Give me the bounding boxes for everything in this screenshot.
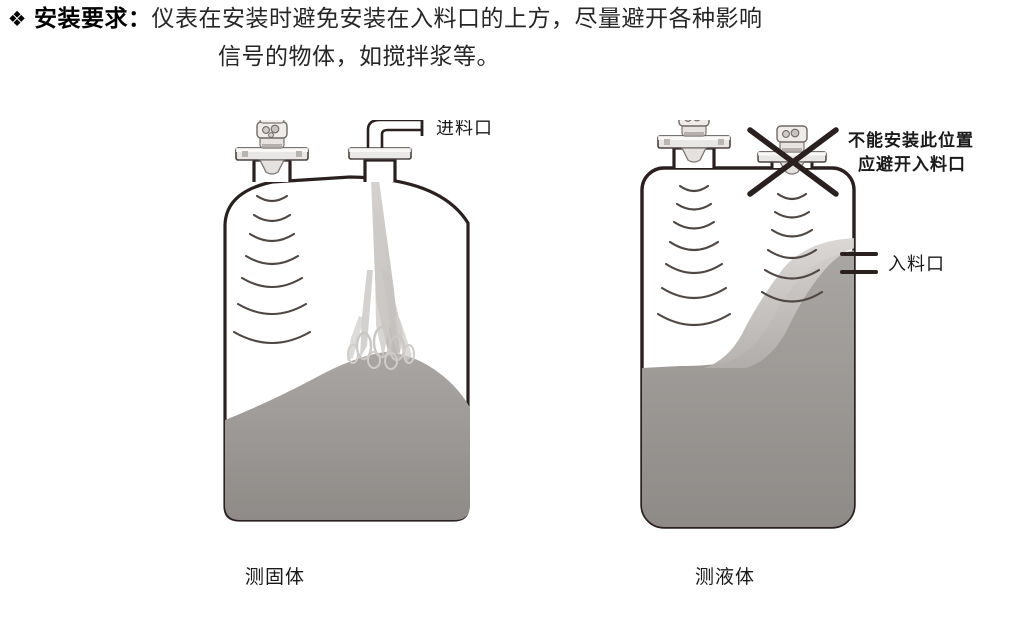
- liquid-tank-diagram: 入料口 不能安装此位置 应避开入料口: [640, 120, 974, 529]
- inlet-label: 进料口: [436, 120, 493, 138]
- material-stream: [347, 180, 415, 370]
- radar-wave-arcs-correct: [656, 184, 732, 326]
- note-text-line-1: 仪表在安装时避免安装在入料口的上方，尽量避开各种影响: [151, 6, 763, 31]
- note-label: 安装要求：: [34, 6, 152, 31]
- figure-area: 进料口: [0, 120, 1016, 620]
- bullet-diamond-icon: ❖: [7, 7, 27, 31]
- inlet-pipe-inner: [380, 128, 422, 148]
- note-text-line-2: 信号的物体，如搅拌浆等。: [218, 44, 500, 69]
- note-first-line: ❖ 安装要求： 仪表在安装时避免安装在入料口的上方，尽量避开各种影响: [0, 0, 1016, 38]
- radar-level-transmitter: [256, 120, 288, 149]
- cross-x-icon: [747, 127, 839, 197]
- caption-liquid: 测液体: [694, 567, 755, 588]
- warning-text-line-1: 不能安装此位置: [848, 130, 974, 150]
- caption-solids: 测固体: [244, 567, 305, 588]
- radar-level-transmitter-correct: [678, 120, 710, 137]
- installation-note: ❖ 安装要求： 仪表在安装时避免安装在入料口的上方，尽量避开各种影响 信号的物体…: [0, 0, 1016, 76]
- sensor-flange-correct: [657, 135, 731, 149]
- sensor-flange: [235, 147, 309, 161]
- radar-level-transmitter-forbidden: [776, 125, 808, 153]
- figure-solids: 进料口: [150, 120, 570, 620]
- inlet-pipe: [366, 120, 424, 148]
- inlet-port-marker: [840, 252, 878, 274]
- warning-text-line-2: 应避开入料口: [858, 154, 966, 174]
- horn-antenna: [258, 159, 286, 175]
- radar-wave-arcs: [232, 194, 312, 345]
- inlet-nozzle: [363, 158, 397, 182]
- horn-antenna-correct: [680, 147, 708, 163]
- figure-liquid: 入料口 不能安装此位置 应避开入料口: [600, 120, 1016, 620]
- inlet-label: 入料口: [888, 254, 945, 274]
- solids-tank-diagram: 进料口: [223, 120, 493, 522]
- inlet-flange: [348, 147, 412, 160]
- radar-wave-arcs-forbidden: [760, 192, 824, 303]
- solids-pile: [225, 352, 470, 520]
